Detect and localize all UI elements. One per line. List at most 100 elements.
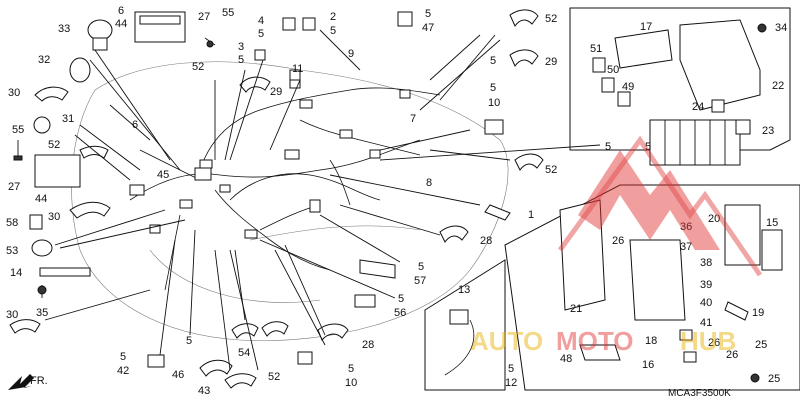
leader-lines — [44, 29, 601, 371]
relay-49 — [617, 91, 631, 107]
callout-2: 2 — [330, 11, 336, 23]
relay-50 — [601, 77, 615, 93]
callout-28b: 28 — [362, 339, 374, 351]
band-52b — [261, 321, 289, 337]
callout-5n: 5 — [186, 335, 192, 347]
callout-47: 47 — [422, 22, 434, 34]
watermark-text-moto: MOTO — [556, 326, 634, 356]
callout-52b: 52 — [48, 139, 60, 151]
clamp-33 — [87, 19, 113, 51]
main-wire-harness — [129, 87, 441, 291]
clip-18 — [679, 329, 693, 341]
band-30b — [69, 201, 111, 219]
watermark-logo: AUTO MOTO HUB — [470, 135, 763, 356]
callout-55b: 55 — [12, 124, 24, 136]
fuse-block — [649, 119, 741, 166]
callout-20: 20 — [708, 213, 720, 225]
callout-5-12: 5 — [508, 363, 514, 375]
callout-5-10: 5 — [348, 363, 354, 375]
band-30a — [34, 86, 69, 102]
band-43 — [224, 373, 257, 389]
cover-15 — [761, 229, 783, 271]
callout-49: 49 — [622, 81, 634, 93]
callout-26b: 26 — [708, 337, 720, 349]
callout-37: 37 — [680, 241, 692, 253]
callout-54: 54 — [238, 347, 250, 359]
bracket-21 — [559, 199, 606, 311]
callout-48: 48 — [560, 353, 572, 365]
relay-24 — [711, 99, 725, 113]
callout-19: 19 — [752, 307, 764, 319]
callout-30a: 30 — [8, 87, 20, 99]
callout-27b: 27 — [8, 181, 20, 193]
callout-30c: 30 — [6, 309, 18, 321]
callout-5q: 5 — [645, 141, 651, 153]
callout-2b: 5 — [330, 25, 336, 37]
callout-23: 23 — [762, 125, 774, 137]
callout-7: 7 — [410, 113, 416, 125]
callout-5c: 5 — [490, 82, 496, 94]
callout-24: 24 — [692, 101, 704, 113]
connector-10a — [484, 119, 504, 135]
connector-10b — [297, 351, 313, 365]
cover-58 — [29, 214, 43, 230]
callout-22: 22 — [772, 80, 784, 92]
callout-53: 53 — [6, 245, 18, 257]
callout-15: 15 — [766, 217, 778, 229]
clip-16 — [683, 351, 697, 363]
band-52a — [79, 145, 109, 159]
callout-52a: 52 — [192, 61, 204, 73]
callout-46: 46 — [172, 369, 184, 381]
bolt-35 — [37, 285, 47, 298]
callout-36: 36 — [680, 221, 692, 233]
callout-5-57: 5 — [418, 261, 424, 273]
callout-25b: 25 — [768, 373, 780, 385]
module-20 — [724, 204, 761, 266]
bolt-55a — [13, 140, 23, 161]
connector-42 — [147, 354, 165, 368]
screw-34 — [757, 23, 767, 33]
ecu-unit — [629, 239, 686, 321]
callout-33: 33 — [58, 23, 70, 35]
callout-55a: 55 — [222, 7, 234, 19]
callout-6: 6 — [118, 5, 124, 17]
callout-9: 9 — [348, 48, 354, 60]
callout-5-56: 5 — [398, 293, 404, 305]
band-52c — [514, 153, 544, 171]
callout-30b: 30 — [48, 211, 60, 223]
callout-45: 45 — [157, 169, 169, 181]
connector-11 — [289, 69, 301, 81]
watermark-text-auto: AUTO — [470, 326, 543, 356]
callout-42: 42 — [117, 365, 129, 377]
sensor-48 — [579, 344, 621, 361]
bolt-27 — [204, 37, 216, 48]
callout-12: 12 — [505, 377, 517, 389]
callout-3b: 5 — [238, 54, 244, 66]
diagram-code: MCA3F3500K — [668, 388, 731, 399]
relay-23 — [735, 119, 751, 135]
harness-12 — [444, 319, 475, 376]
connector-57 — [359, 259, 396, 279]
callout-44a: 44 — [115, 18, 127, 30]
callout-57: 57 — [414, 275, 426, 287]
harness-connectors — [129, 79, 411, 239]
watermark-text-hub: HUB — [680, 326, 736, 356]
callout-52e: 52 — [268, 371, 280, 383]
fuse-box-44 — [34, 154, 81, 188]
callout-29a: 29 — [270, 86, 282, 98]
front-label: FR. — [30, 375, 48, 387]
band-30c — [9, 319, 41, 334]
sensor-45 — [194, 167, 212, 181]
callout-numbers: 33 6 44 27 55 4 5 2 5 5 47 52 3 5 52 9 2… — [6, 5, 787, 397]
callout-34: 34 — [775, 22, 787, 34]
callout-5-42: 5 — [120, 351, 126, 363]
callout-26c: 26 — [726, 349, 738, 361]
callout-27a: 27 — [198, 11, 210, 23]
callout-21: 21 — [570, 303, 582, 315]
band-54 — [231, 323, 259, 339]
callout-1: 1 — [528, 209, 534, 221]
callout-39: 39 — [700, 279, 712, 291]
callout-56: 56 — [394, 307, 406, 319]
callout-5p: 5 — [605, 141, 611, 153]
callout-50: 50 — [607, 64, 619, 76]
